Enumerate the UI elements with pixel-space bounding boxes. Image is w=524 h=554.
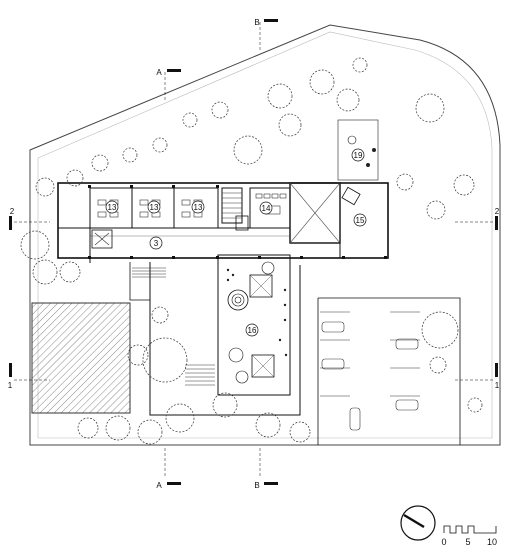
trees <box>20 57 483 445</box>
room-number-16: 16 <box>248 326 257 335</box>
section-2-right: 2 <box>495 207 500 216</box>
south-wall <box>149 262 301 416</box>
room-number-13c: 13 <box>194 203 203 212</box>
section-a-top: A <box>156 68 162 77</box>
site-boundary <box>29 24 501 446</box>
section-b-bottom: B <box>254 481 259 490</box>
scale-tick-10: 10 <box>487 537 497 547</box>
section-a-bottom: A <box>156 481 162 490</box>
room-number-13a: 13 <box>108 203 117 212</box>
section-b-top: B <box>254 18 259 27</box>
site-inner-boundary <box>37 31 493 439</box>
garden-19 <box>337 119 379 181</box>
north-arrow-icon <box>400 505 436 541</box>
classroom-3 <box>173 187 219 229</box>
scale-bar <box>443 525 497 534</box>
room-number-14: 14 <box>262 204 271 213</box>
outdoor-stair <box>132 267 215 386</box>
section-markers <box>9 19 498 485</box>
room-number-3: 3 <box>154 239 159 248</box>
stair <box>221 187 243 224</box>
scale-tick-0: 0 <box>441 537 446 547</box>
section-1-left: 1 <box>8 381 13 390</box>
room-number-15: 15 <box>356 216 365 225</box>
main-building <box>57 182 389 263</box>
parking-area <box>320 311 420 431</box>
room-number-19: 19 <box>354 151 363 160</box>
room-number-13b: 13 <box>150 203 159 212</box>
room-number-badges <box>105 148 367 337</box>
section-1-right: 1 <box>495 381 500 390</box>
section-2-left: 2 <box>10 207 15 216</box>
scale-tick-5: 5 <box>465 537 470 547</box>
neighbour-building <box>31 302 131 414</box>
courtyard-16 <box>217 254 291 396</box>
